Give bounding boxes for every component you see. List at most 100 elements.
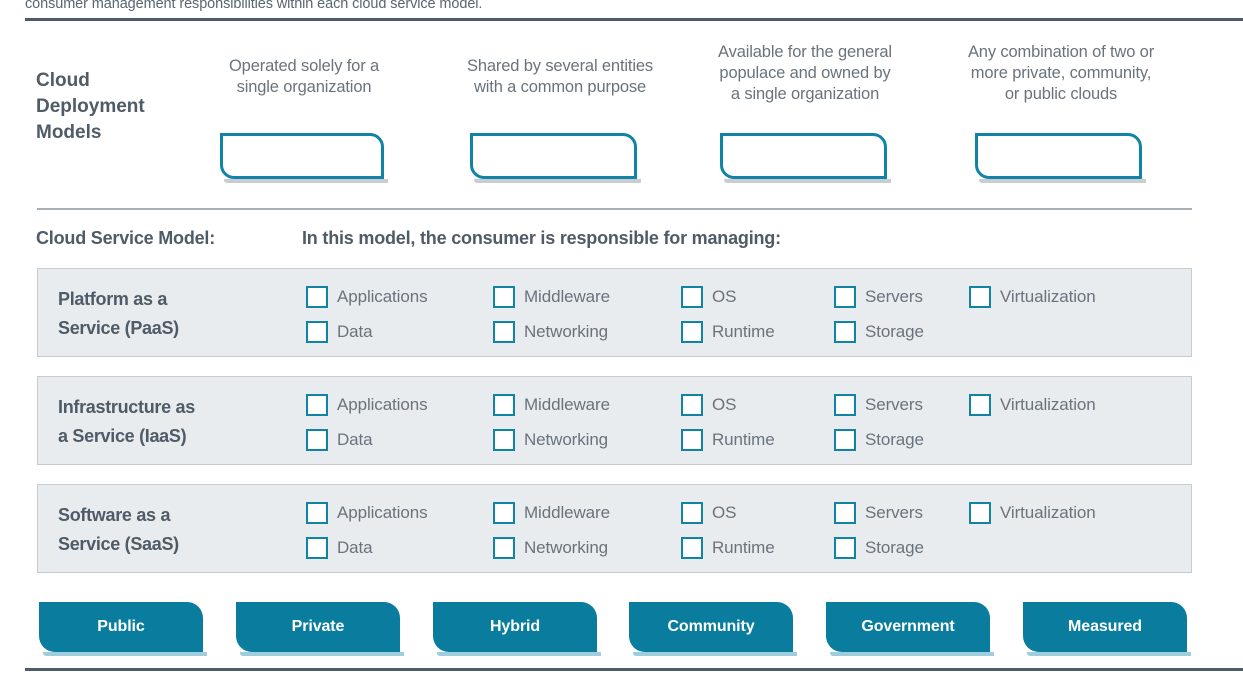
deployment-box-input-1[interactable] <box>220 133 384 179</box>
caption-line: more private, community, <box>970 64 1152 82</box>
checkbox-icon[interactable] <box>834 394 856 416</box>
checkbox-icon[interactable] <box>493 394 515 416</box>
button-shadow <box>43 652 207 656</box>
button-measured[interactable]: Measured <box>1023 602 1187 652</box>
button-private[interactable]: Private <box>236 602 400 652</box>
checkbox-icon[interactable] <box>306 286 328 308</box>
button-public[interactable]: Public <box>39 602 203 652</box>
checkbox-icon[interactable] <box>969 394 991 416</box>
button-shadow <box>437 652 601 656</box>
checkbox-item-applications[interactable]: Applications <box>306 286 428 308</box>
checkbox-icon[interactable] <box>306 537 328 559</box>
service-model-name: Software as a Service (SaaS) <box>58 501 308 559</box>
checkbox-item-virtualization[interactable]: Virtualization <box>969 502 1096 524</box>
service-model-name-line: a Service (IaaS) <box>58 426 187 446</box>
checkbox-icon[interactable] <box>681 321 703 343</box>
checkbox-label: Servers <box>865 395 923 414</box>
checkbox-icon[interactable] <box>306 429 328 451</box>
deployment-box-shadow <box>724 179 891 183</box>
checkbox-label: Middleware <box>524 287 610 306</box>
checkbox-icon[interactable] <box>493 286 515 308</box>
checkbox-item-storage[interactable]: Storage <box>834 321 924 343</box>
checkbox-label: Data <box>337 430 373 449</box>
checkbox-item-storage[interactable]: Storage <box>834 429 924 451</box>
checkbox-item-middleware[interactable]: Middleware <box>493 502 610 524</box>
checkbox-item-os[interactable]: OS <box>681 394 736 416</box>
checkbox-label: Middleware <box>524 503 610 522</box>
checkbox-icon[interactable] <box>834 321 856 343</box>
table-row: Software as a Service (SaaS) Application… <box>37 484 1192 573</box>
checkbox-item-applications[interactable]: Applications <box>306 502 428 524</box>
checkbox-label: Runtime <box>712 538 775 557</box>
deployment-box-input-4[interactable] <box>975 133 1142 179</box>
checkbox-item-middleware[interactable]: Middleware <box>493 394 610 416</box>
deployment-box-input-2[interactable] <box>470 133 637 179</box>
checkbox-label: Virtualization <box>1000 503 1096 522</box>
checkbox-item-runtime[interactable]: Runtime <box>681 321 775 343</box>
service-model-name: Infrastructure as a Service (IaaS) <box>58 393 308 451</box>
checkbox-item-servers[interactable]: Servers <box>834 394 923 416</box>
checkbox-item-applications[interactable]: Applications <box>306 394 428 416</box>
checkbox-icon[interactable] <box>834 286 856 308</box>
caption-line: Any combination of two or <box>967 43 1155 61</box>
checkbox-item-os[interactable]: OS <box>681 286 736 308</box>
checkbox-item-runtime[interactable]: Runtime <box>681 537 775 559</box>
checkbox-item-servers[interactable]: Servers <box>834 502 923 524</box>
service-model-name-line: Software as a <box>58 505 171 525</box>
checkbox-label: Networking <box>524 322 609 341</box>
checkbox-label: Networking <box>524 430 609 449</box>
button-shadow <box>240 652 404 656</box>
checkbox-item-runtime[interactable]: Runtime <box>681 429 775 451</box>
checkbox-icon[interactable] <box>834 502 856 524</box>
checkbox-label: OS <box>712 395 737 414</box>
checkbox-item-networking[interactable]: Networking <box>493 429 608 451</box>
checkbox-item-data[interactable]: Data <box>306 429 373 451</box>
button-hybrid[interactable]: Hybrid <box>433 602 597 652</box>
checkbox-label: Data <box>337 538 373 557</box>
checkbox-icon[interactable] <box>969 502 991 524</box>
checkbox-icon[interactable] <box>493 537 515 559</box>
checkbox-item-data[interactable]: Data <box>306 321 373 343</box>
checkbox-item-networking[interactable]: Networking <box>493 321 608 343</box>
checkbox-icon[interactable] <box>834 429 856 451</box>
checkbox-item-storage[interactable]: Storage <box>834 537 924 559</box>
checkbox-label: Virtualization <box>1000 395 1096 414</box>
checkbox-icon[interactable] <box>681 286 703 308</box>
cloud-service-model-heading: Cloud Service Model: <box>36 228 216 248</box>
deployment-box-input-3[interactable] <box>720 133 887 179</box>
checkbox-icon[interactable] <box>681 537 703 559</box>
bottom-divider <box>25 668 1243 671</box>
section-divider <box>37 208 1192 210</box>
deployment-box-shadow <box>224 179 388 183</box>
checkbox-item-data[interactable]: Data <box>306 537 373 559</box>
deployment-caption: Any combination of two or more private, … <box>945 42 1177 105</box>
checkbox-item-virtualization[interactable]: Virtualization <box>969 286 1096 308</box>
button-community[interactable]: Community <box>629 602 793 652</box>
checkbox-item-middleware[interactable]: Middleware <box>493 286 610 308</box>
checkbox-label: Virtualization <box>1000 287 1096 306</box>
checkbox-item-networking[interactable]: Networking <box>493 537 608 559</box>
checkbox-icon[interactable] <box>681 429 703 451</box>
checkbox-icon[interactable] <box>969 286 991 308</box>
checkbox-icon[interactable] <box>306 321 328 343</box>
checkbox-icon[interactable] <box>681 502 703 524</box>
checkbox-item-virtualization[interactable]: Virtualization <box>969 394 1096 416</box>
checkbox-item-os[interactable]: OS <box>681 502 736 524</box>
checkbox-icon[interactable] <box>493 429 515 451</box>
deployment-box-shadow <box>979 179 1146 183</box>
deployment-box-shadow <box>474 179 641 183</box>
checkbox-icon[interactable] <box>493 502 515 524</box>
checkbox-label: OS <box>712 503 737 522</box>
service-model-name-line: Platform as a <box>58 289 168 309</box>
checkbox-icon[interactable] <box>306 394 328 416</box>
checkbox-icon[interactable] <box>834 537 856 559</box>
intro-text: consumer management responsibilities wit… <box>25 0 483 12</box>
checkbox-icon[interactable] <box>681 394 703 416</box>
checkbox-icon[interactable] <box>493 321 515 343</box>
service-model-name-line: Infrastructure as <box>58 397 195 417</box>
checkbox-item-servers[interactable]: Servers <box>834 286 923 308</box>
button-government[interactable]: Government <box>826 602 990 652</box>
service-model-name-line: Service (PaaS) <box>58 318 179 338</box>
checkbox-icon[interactable] <box>306 502 328 524</box>
checkbox-label: Storage <box>865 538 924 557</box>
